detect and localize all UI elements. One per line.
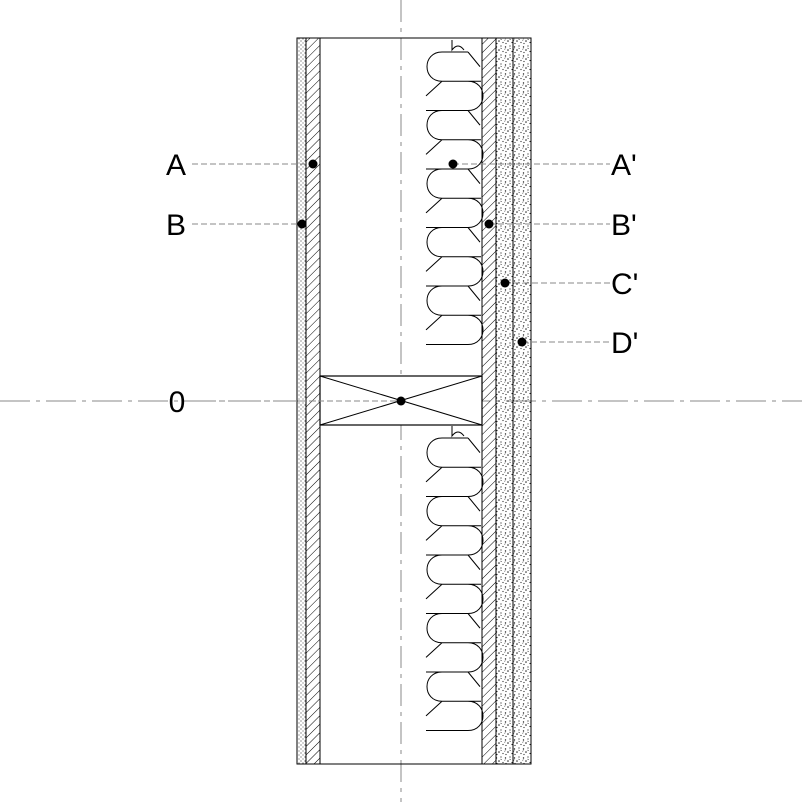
point-C-prime <box>500 278 510 288</box>
insulation-lower <box>425 426 484 731</box>
label-0: 0 <box>169 386 186 419</box>
label-A-prime: A' <box>611 149 637 182</box>
insulation-upper <box>425 40 484 345</box>
point-B <box>297 219 307 229</box>
insulation-loops <box>425 426 484 731</box>
label-C-prime: C' <box>611 268 638 301</box>
point-B-prime <box>484 219 494 229</box>
point-A-prime <box>448 159 458 169</box>
label-A: A <box>166 149 186 182</box>
point-A <box>308 159 318 169</box>
point-D-prime <box>517 337 527 347</box>
label-B: B <box>166 209 186 242</box>
label-B-prime: B' <box>611 209 637 242</box>
right-board-layer-1 <box>495 37 514 765</box>
point-0 <box>396 396 406 406</box>
right-board-layer-2 <box>512 37 532 765</box>
right-sheathing-layer <box>481 37 497 765</box>
label-D-prime: D' <box>611 327 638 360</box>
insulation-loops <box>425 40 484 345</box>
